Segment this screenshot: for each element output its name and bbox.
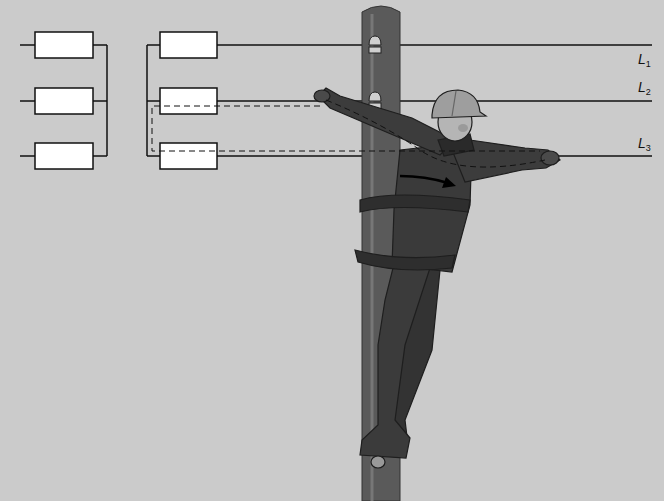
current-path: [152, 100, 545, 167]
insulator: [369, 36, 381, 109]
lineman-figure: [314, 88, 560, 468]
line-label: L2: [638, 80, 651, 97]
left-load-group: [20, 32, 107, 169]
line-label: L1: [638, 52, 651, 69]
line-label: L3: [638, 136, 651, 153]
current-arrow: [400, 176, 456, 188]
